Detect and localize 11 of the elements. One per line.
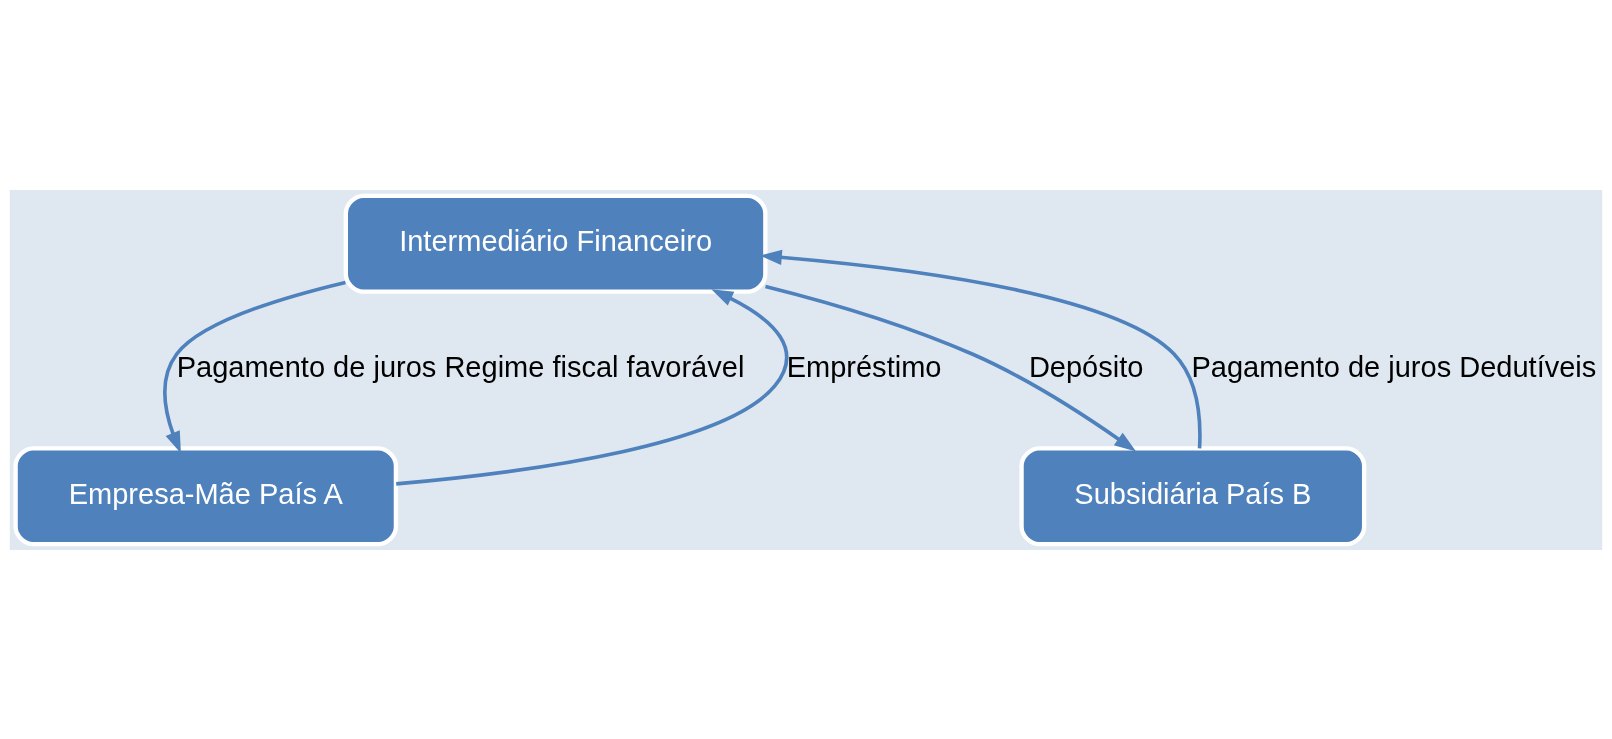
edge-label: Pagamento de juros Dedutíveis <box>1191 350 1597 383</box>
edge-label: Depósito <box>1028 350 1144 383</box>
arrow <box>760 249 1202 448</box>
edge-label: Pagamento de juros Regime fiscal favorável <box>176 350 745 383</box>
node-box: Intermediário Financeiro <box>343 193 768 294</box>
node-box: Subsidiária País B <box>1019 445 1367 546</box>
arrow <box>163 280 346 453</box>
arrow <box>396 288 789 486</box>
node-box: Empresa-Mãe País A <box>13 445 399 546</box>
edge-label: Empréstimo <box>786 350 942 383</box>
arrow <box>765 284 1137 451</box>
